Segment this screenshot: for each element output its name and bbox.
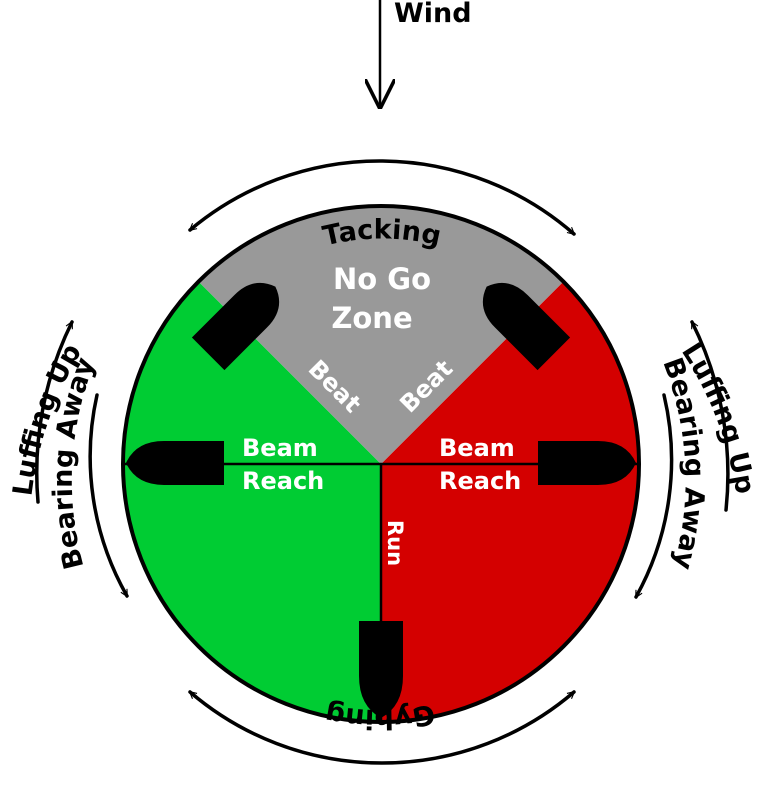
gybing-label: Gybing	[323, 698, 437, 735]
left-bearing-away-arrow	[88, 393, 129, 598]
beam-reach-left-line2: Reach	[242, 467, 324, 495]
boat-beat-right	[482, 282, 571, 371]
sail-wheel	[121, 204, 641, 724]
run-label: Run	[383, 520, 407, 566]
no-go-zone-label-line1: No Go	[333, 262, 431, 296]
starboard-sector	[123, 282, 381, 722]
beam-reach-right-line1: Beam	[439, 434, 515, 462]
no-go-zone-sector	[199, 206, 563, 464]
no-go-zone-label-line2: Zone	[331, 301, 412, 335]
beam-reach-right-line2: Reach	[439, 467, 521, 495]
gybing-arrow	[188, 690, 576, 765]
left-luffing-up-arrow	[34, 320, 74, 504]
wind-label: Wind	[394, 0, 472, 29]
boat-beat-left	[191, 282, 280, 371]
boat-beam-left	[126, 441, 224, 485]
beam-reach-left-line1: Beam	[242, 434, 318, 462]
boat-beam-right	[538, 441, 636, 485]
port-sector	[381, 282, 639, 722]
wheel-outline	[121, 204, 641, 724]
right-bearing-away-arrow	[634, 393, 674, 599]
tacking-arrow	[188, 159, 576, 236]
right-luffing-up-arrow	[690, 320, 730, 512]
